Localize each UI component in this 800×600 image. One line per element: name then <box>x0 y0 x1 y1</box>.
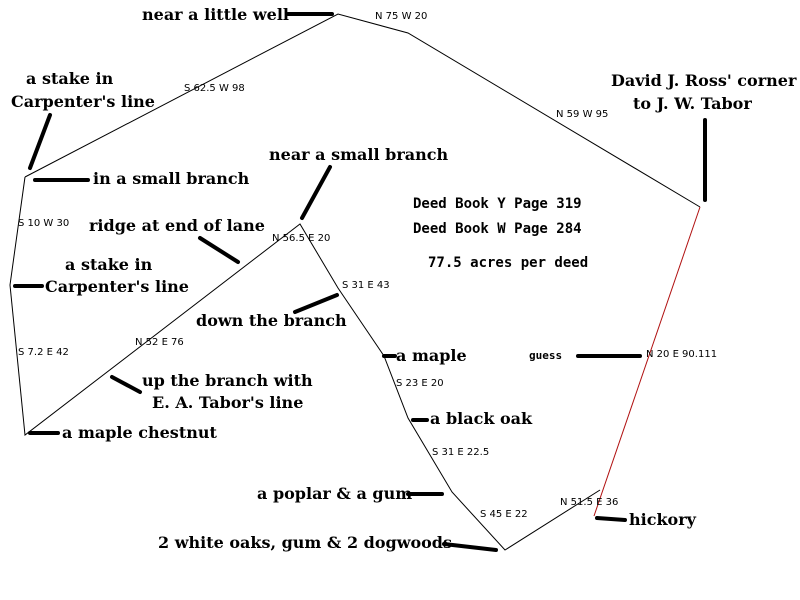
label-hickory: hickory <box>629 510 697 529</box>
pointer-near-small-branch <box>300 165 332 220</box>
label-stake1-line2: Carpenter's line <box>11 92 155 111</box>
pointer-ridge <box>198 236 240 264</box>
label-maple-chestnut: a maple chestnut <box>62 423 217 442</box>
bearing-n20e90111: N 20 E 90.111 <box>646 349 717 360</box>
label-poplar-gum: a poplar & a gum <box>257 484 412 503</box>
bearing-n59w95: N 59 W 95 <box>556 109 608 120</box>
label-stake2-line1: a stake in <box>65 255 153 274</box>
label-ross-line2: to J. W. Tabor <box>633 94 752 113</box>
label-up-branch-line2: E. A. Tabor's line <box>152 393 303 412</box>
pointer-stake1 <box>28 113 52 170</box>
bearing-n52e76: N 52 E 76 <box>135 337 184 348</box>
label-small-branch-left: in a small branch <box>93 169 250 188</box>
pointer-hickory <box>595 516 627 522</box>
label-white-oaks: 2 white oaks, gum & 2 dogwoods <box>158 533 452 552</box>
label-ross-line1: David J. Ross' corner <box>611 71 797 90</box>
label-guess: guess <box>529 349 562 362</box>
label-down-branch: down the branch <box>196 311 347 330</box>
deed-book-y: Deed Book Y Page 319 <box>413 196 582 212</box>
label-ridge: ridge at end of lane <box>89 216 265 235</box>
label-near-small-branch: near a small branch <box>269 145 449 164</box>
deed-book-w: Deed Book W Page 284 <box>413 221 582 237</box>
pointer-down-branch <box>293 293 339 314</box>
bearing-s45e22: S 45 E 22 <box>480 509 528 520</box>
label-little-well: near a little well <box>142 5 289 24</box>
bearing-s31e225: S 31 E 22.5 <box>432 447 489 458</box>
bearing-s72e42: S 7.2 E 42 <box>18 347 69 358</box>
bearing-s31e43: S 31 E 43 <box>342 280 390 291</box>
pointer-white-oaks <box>442 542 498 552</box>
bearing-n75w20: N 75 W 20 <box>375 11 427 22</box>
bearing-n565e20: N 56.5 E 20 <box>272 233 330 244</box>
outer-boundary-line <box>24 13 701 208</box>
guess-boundary-line <box>593 206 701 517</box>
label-black-oak: a black oak <box>430 409 533 428</box>
label-maple: a maple <box>396 346 467 365</box>
west-boundary-line <box>9 176 601 551</box>
bearing-s10w30: S 10 W 30 <box>18 218 69 229</box>
label-stake1-line1: a stake in <box>26 69 114 88</box>
bearing-s625w98: S 62.5 W 98 <box>184 83 245 94</box>
pointer-up-branch <box>110 375 142 394</box>
bearing-s23e20: S 23 E 20 <box>396 378 444 389</box>
label-up-branch-line1: up the branch with <box>142 371 313 390</box>
bearing-n515e36: N 51.5 E 36 <box>560 497 618 508</box>
label-stake2-line2: Carpenter's line <box>45 277 189 296</box>
acreage: 77.5 acres per deed <box>428 255 588 271</box>
